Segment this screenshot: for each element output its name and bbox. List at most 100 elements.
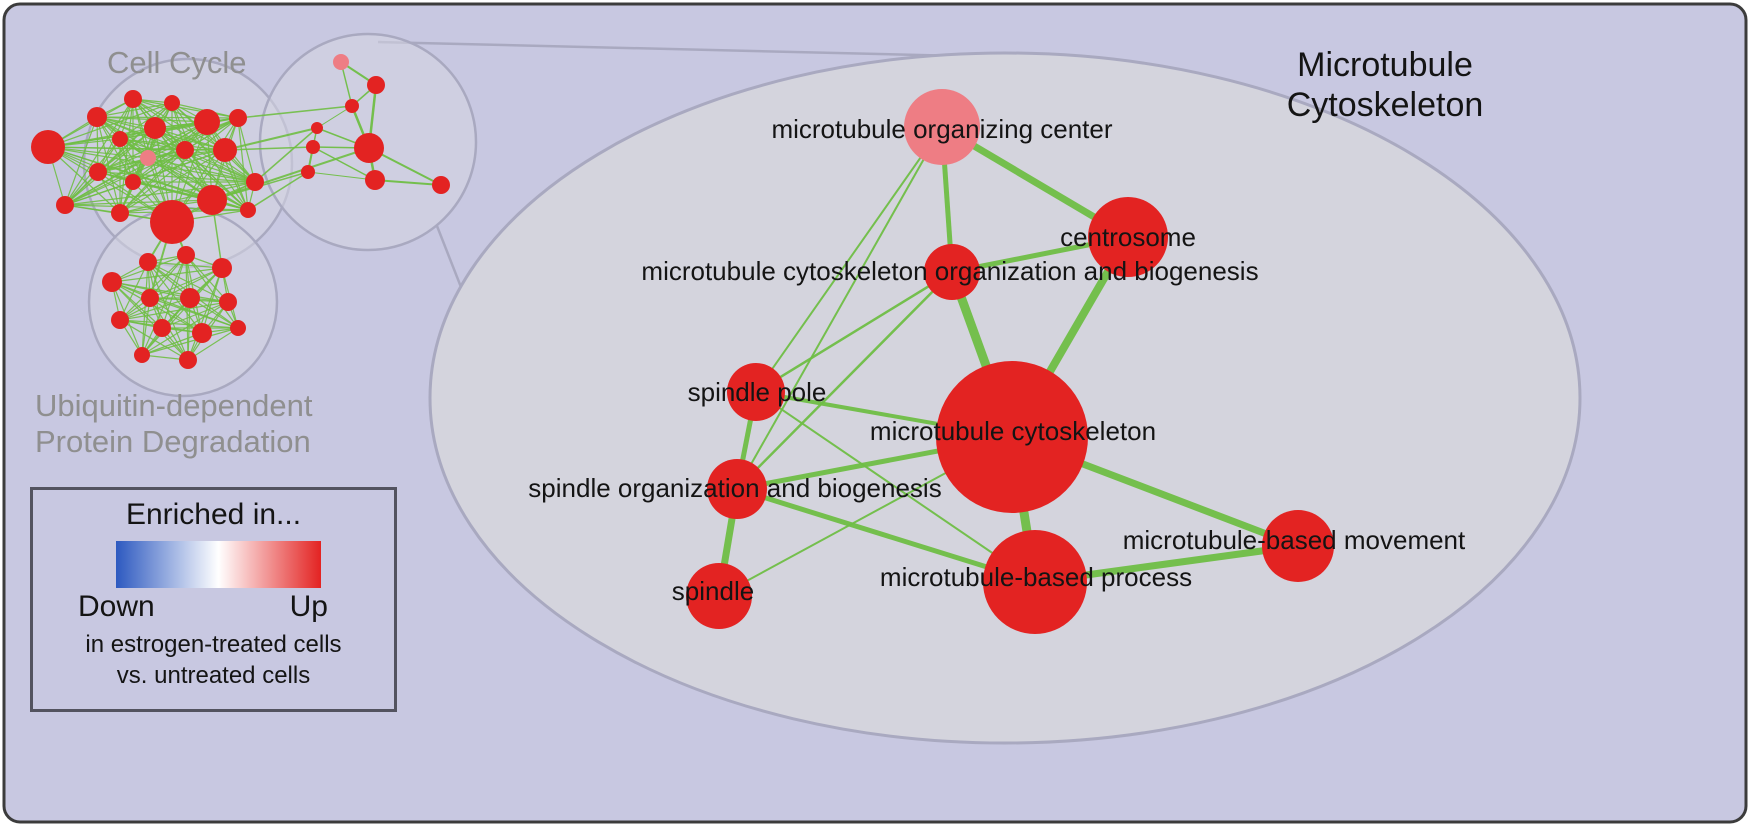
overview-node — [219, 293, 237, 311]
overview-edge — [307, 171, 376, 181]
overview-node — [365, 170, 385, 190]
overview-edge — [64, 199, 213, 206]
overview-cross-edge — [254, 127, 318, 183]
overview-edge — [141, 297, 151, 356]
legend-title: Enriched in... — [125, 498, 302, 531]
overview-node — [150, 200, 194, 244]
zoom-node-label: microtubule cytoskeleton — [870, 416, 1156, 446]
zoom-cluster-title: Microtubule Cytoskeleton — [1255, 45, 1515, 125]
zoom-node — [983, 530, 1087, 634]
overview-node — [177, 246, 195, 264]
overview-edge — [119, 181, 256, 214]
overview-node — [134, 347, 150, 363]
overview-edge — [64, 149, 186, 206]
overview-edge — [141, 327, 239, 356]
overview-edge — [119, 102, 173, 140]
overview-edge — [64, 181, 134, 206]
overview-edge — [187, 267, 223, 361]
overview-edge — [119, 98, 134, 214]
legend-box: Enriched in... Down Up in estrogen-treat… — [30, 487, 397, 712]
overview-edge — [97, 171, 256, 183]
overview-edge — [96, 116, 134, 183]
overview-edge — [119, 138, 226, 151]
legend-gradient-bar — [116, 541, 321, 588]
overview-node — [141, 289, 159, 307]
overview-edge — [374, 179, 442, 186]
overview-node — [230, 320, 246, 336]
overview-node — [31, 130, 65, 164]
overview-edge — [119, 319, 239, 329]
overview-edge — [171, 102, 256, 183]
overview-edge — [147, 117, 239, 159]
overview-edge — [119, 301, 229, 321]
overview-node — [124, 90, 142, 108]
overview-node — [176, 141, 194, 159]
zoom-node-label: microtubule organizing center — [771, 114, 1112, 144]
overview-edge — [312, 146, 376, 181]
zoom-node-label: spindle — [672, 576, 754, 606]
cluster-label-ubiquitin-line2: Protein Degradation — [35, 424, 311, 459]
overview-edge — [97, 149, 226, 173]
overview-edge — [64, 116, 98, 206]
overview-node — [345, 99, 359, 113]
overview-edge — [96, 116, 121, 214]
overview-edge — [64, 98, 134, 206]
overview-edge — [149, 254, 187, 299]
overview-node — [301, 165, 315, 179]
overview-edge — [132, 181, 249, 211]
overview-cross-edge — [237, 105, 353, 119]
overview-edge — [111, 281, 189, 361]
overview-edge — [185, 254, 239, 329]
overview-node — [240, 202, 256, 218]
overview-edge — [119, 138, 186, 151]
zoom-node — [936, 361, 1088, 513]
overview-cross-edge — [224, 127, 318, 151]
zoom-node-label: microtubule-based process — [880, 562, 1192, 592]
overview-node — [367, 76, 385, 94]
overview-node — [102, 272, 122, 292]
overview-edge — [119, 267, 223, 321]
zoom-node — [1262, 510, 1334, 582]
overview-node — [112, 131, 128, 147]
overview-node — [89, 163, 107, 181]
overview-edge — [185, 254, 229, 303]
overview-edge — [149, 297, 239, 329]
overview-edge — [187, 327, 239, 361]
overview-edge — [161, 254, 187, 329]
overview-edge — [132, 149, 186, 183]
overview-node — [194, 109, 220, 135]
overview-node — [87, 107, 107, 127]
overview-node — [56, 196, 74, 214]
overview-node — [432, 176, 450, 194]
overview-edge — [141, 261, 149, 356]
zoom-node — [904, 89, 980, 165]
overview-node — [140, 150, 156, 166]
overview-node — [179, 351, 197, 369]
overview-node — [246, 173, 264, 191]
overview-node — [111, 311, 129, 329]
zoom-node — [707, 459, 767, 519]
zoom-node — [686, 563, 752, 629]
zoom-edge — [755, 391, 1036, 583]
cluster-label-cell-cycle: Cell Cycle — [107, 45, 247, 80]
zoom-edge — [736, 126, 943, 490]
overview-cross-edge — [224, 146, 314, 151]
overview-node — [197, 185, 227, 215]
overview-edge — [154, 127, 249, 211]
overview-edge — [154, 127, 256, 183]
zoom-edge — [736, 486, 1036, 585]
zoom-nodes — [686, 89, 1334, 634]
overview-edge — [111, 281, 163, 329]
overview-edge — [132, 98, 239, 119]
overview-edge — [141, 254, 187, 356]
overview-node — [164, 95, 180, 111]
overview-node — [153, 319, 171, 337]
overview-node — [213, 138, 237, 162]
zoom-edge — [755, 270, 953, 394]
overview-edge — [206, 121, 249, 211]
zoom-edge — [755, 126, 943, 393]
zoom-node-labels: microtubule organizing centercentrosomem… — [528, 114, 1466, 606]
zoom-cluster-title-line2: Cytoskeleton — [1286, 86, 1484, 124]
